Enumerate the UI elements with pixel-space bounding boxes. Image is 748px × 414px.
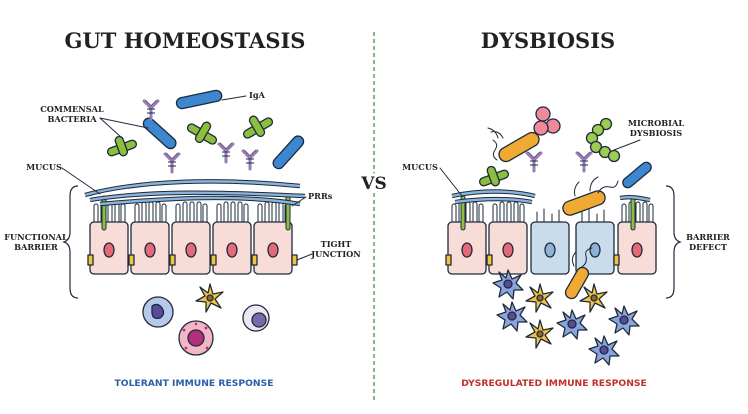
label-mucus-left: MUCUS <box>26 162 62 172</box>
label-commensal-2: BACTERIA <box>47 114 97 124</box>
right-title: DYSBIOSIS <box>481 28 615 53</box>
label-commensal-1: COMMENSAL <box>40 104 104 114</box>
label-functional-2: BARRIER <box>14 242 58 252</box>
left-epithelium <box>87 195 298 275</box>
label-tight-1: TIGHT <box>321 239 353 249</box>
label-tight-2: JUNCTION <box>310 249 361 259</box>
vs-label: VS <box>360 174 386 194</box>
left-mucus-layer <box>84 179 306 207</box>
label-iga: IgA <box>249 90 266 100</box>
label-microbial-2: DYSBIOSIS <box>630 128 682 138</box>
label-functional-1: FUNCTIONAL <box>4 232 68 242</box>
functional-barrier-bracket <box>62 185 79 299</box>
left-commensal-bacteria <box>107 89 305 175</box>
right-mucus-layer <box>451 189 651 205</box>
label-barrier-1: BARRIER <box>686 232 730 242</box>
right-epithelium <box>445 195 657 275</box>
label-prrs: PRRs <box>308 191 333 201</box>
label-barrier-2: DEFECT <box>689 242 728 252</box>
left-labels: COMMENSAL BACTERIA IgA MUCUS PRRs FUNCTI… <box>4 90 361 261</box>
label-mucus-right: MUCUS <box>402 162 438 172</box>
left-title: GUT HOMEOSTASIS <box>65 28 306 53</box>
barrier-defect-bracket <box>665 185 682 299</box>
label-microbial-1: MICROBIAL <box>628 118 684 128</box>
tight-junction <box>251 254 258 266</box>
dysregulated-response: DYSREGULATED IMMUNE RESPONSE <box>461 378 647 389</box>
right-labels: MUCUS MICROBIAL DYSBIOSIS BARRIER DEFECT <box>402 118 730 252</box>
right-dysbiotic-bacteria <box>479 106 652 300</box>
right-inflammatory-cells <box>492 269 640 366</box>
tolerant-response: TOLERANT IMMUNE RESPONSE <box>115 378 274 389</box>
left-immune-cells <box>142 283 270 356</box>
